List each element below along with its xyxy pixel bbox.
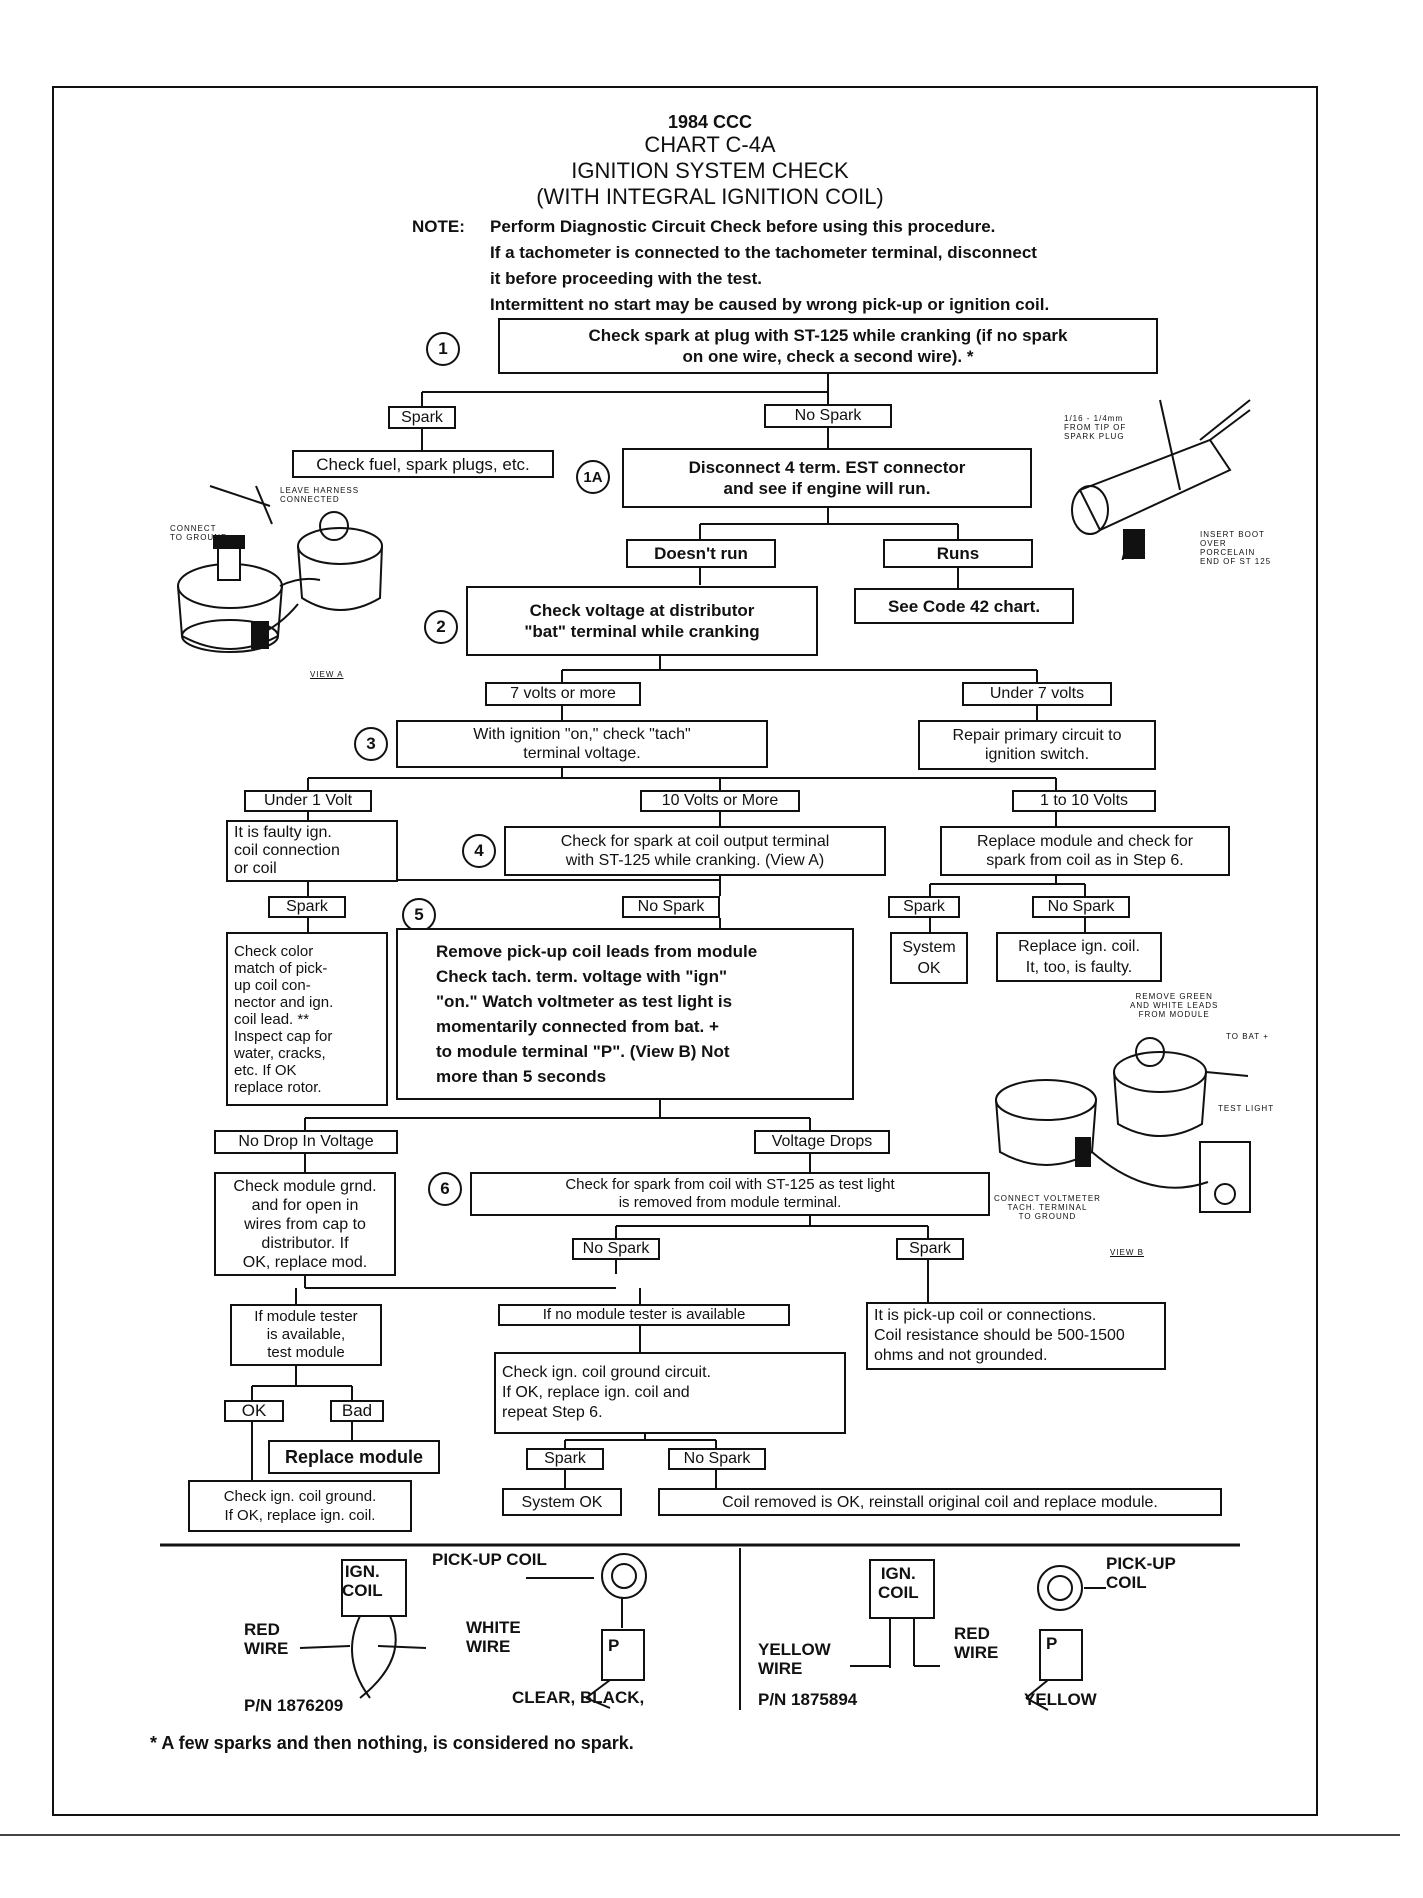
view-a-caption-harness: LEAVE HARNESS CONNECTED [280, 486, 360, 504]
right-yellow-wire-label: YELLOW WIRE [758, 1640, 831, 1678]
step-3-marker: 3 [354, 727, 388, 761]
label-spark-7: Spark [526, 1448, 604, 1470]
label-spark-1: Spark [388, 406, 456, 429]
right-pickup-coil-label: PICK-UP COIL [1106, 1554, 1176, 1592]
label-spark-4: Spark [268, 896, 346, 918]
label-7-volts-or-more: 7 volts or more [485, 682, 641, 706]
box-check-module-ground: Check module grnd. and for open in wires… [214, 1172, 396, 1276]
box-repair-primary-circuit: Repair primary circuit to ignition switc… [918, 720, 1156, 770]
box-check-color-match: Check color match of pick- up coil con- … [226, 932, 388, 1106]
step-4-marker: 4 [462, 834, 496, 868]
box-check-coil-output: Check for spark at coil output terminal … [504, 826, 886, 876]
box-check-coil-ground: Check ign. coil ground. If OK, replace i… [188, 1480, 412, 1532]
box-see-code-42: See Code 42 chart. [854, 588, 1074, 624]
label-under-7-volts: Under 7 volts [962, 682, 1112, 706]
view-a-illustration [177, 485, 383, 653]
box-system-ok-2: System OK [502, 1488, 622, 1516]
chart-number: CHART C-4A [644, 132, 776, 157]
box-check-fuel: Check fuel, spark plugs, etc. [292, 450, 554, 478]
note-line-4: Intermittent no start may be caused by w… [490, 295, 1050, 314]
box-check-spark-from-coil: Check for spark from coil with ST-125 as… [470, 1172, 990, 1216]
label-ok: OK [224, 1400, 284, 1422]
st125-caption-gap: 1/16 - 1/4mm FROM TIP OF SPARK PLUG [1064, 414, 1127, 441]
label-no-spark-6: No Spark [572, 1238, 660, 1260]
chart-subtitle: (WITH INTEGRAL IGNITION COIL) [536, 184, 884, 209]
label-10-volts-or-more: 10 Volts or More [640, 790, 800, 812]
right-p-terminal: P [1046, 1634, 1058, 1653]
label-spark-6: Spark [896, 1238, 964, 1260]
label-spark-right: Spark [888, 896, 960, 918]
view-a-caption-ground: CONNECT TO GROUND [170, 524, 228, 542]
view-b-caption-leads: REMOVE GREEN AND WHITE LEADS FROM MODULE [1130, 992, 1219, 1019]
chart-frame [52, 86, 1318, 1816]
chart-year: 1984 CCC [667, 112, 753, 132]
note-label: NOTE: [412, 217, 465, 236]
label-voltage-drops: Voltage Drops [754, 1130, 890, 1154]
left-ign-coil-label: IGN. COIL [342, 1562, 383, 1600]
left-white-wire-label: WHITE WIRE [466, 1618, 521, 1656]
label-under-1-volt: Under 1 Volt [244, 790, 372, 812]
right-yellow-label: YELLOW [1024, 1690, 1097, 1709]
view-b-caption-voltmeter: CONNECT VOLTMETER TACH. TERMINAL TO GROU… [994, 1194, 1101, 1221]
label-no-spark-7: No Spark [668, 1448, 766, 1470]
st125-tester-illustration [1071, 399, 1251, 560]
chart-title: IGNITION SYSTEM CHECK [571, 158, 849, 183]
box-replace-module: Replace module [268, 1440, 440, 1474]
step-5-marker: 5 [402, 898, 436, 932]
box-check-spark-at-plug: Check spark at plug with ST-125 while cr… [498, 318, 1158, 374]
right-red-wire-label: RED WIRE [954, 1624, 999, 1662]
step-2-marker: 2 [424, 610, 458, 644]
box-system-ok: System OK [890, 932, 968, 984]
box-disconnect-est: Disconnect 4 term. EST connector and see… [622, 448, 1032, 508]
view-b-caption-bat: TO BAT + [1226, 1032, 1269, 1041]
st125-caption-boot: INSERT BOOT OVER PORCELAIN END OF ST 125 [1200, 530, 1272, 566]
view-b-illustration [995, 1037, 1251, 1213]
label-runs: Runs [883, 539, 1033, 568]
box-coil-removed-ok: Coil removed is OK, reinstall original c… [658, 1488, 1222, 1516]
box-faulty-coil: It is faulty ign. coil connection or coi… [226, 820, 398, 882]
view-b-caption-test-light: TEST LIGHT [1218, 1104, 1275, 1113]
note-line-3: it before proceeding with the test. [490, 269, 763, 288]
left-clear-black-label: CLEAR, BLACK, [512, 1688, 645, 1707]
box-check-tach-voltage: With ignition "on," check "tach" termina… [396, 720, 768, 768]
note-line-2: If a tachometer is connected to the tach… [490, 243, 1037, 262]
label-1-to-10-volts: 1 to 10 Volts [1012, 790, 1156, 812]
label-doesnt-run: Doesn't run [626, 539, 776, 568]
box-replace-ign-coil: Replace ign. coil. It, too, is faulty. [996, 932, 1162, 982]
box-if-tester-available: If module tester is available, test modu… [230, 1304, 382, 1366]
view-b-label: VIEW B [1110, 1248, 1145, 1257]
box-pickup-coil-resistance: It is pick-up coil or connections. Coil … [866, 1302, 1166, 1370]
left-red-wire-label: RED WIRE [244, 1620, 289, 1658]
wiring-diagram-left [299, 1553, 647, 1709]
label-no-drop-voltage: No Drop In Voltage [214, 1130, 398, 1154]
step-6-marker: 6 [428, 1172, 462, 1206]
wiring-diagram-right [850, 1559, 1106, 1711]
step-1a-marker: 1A [576, 460, 610, 494]
label-no-spark-1: No Spark [764, 404, 892, 428]
label-if-no-tester: If no module tester is available [498, 1304, 790, 1326]
left-p-terminal: P [608, 1636, 620, 1655]
box-check-bat-voltage: Check voltage at distributor "bat" termi… [466, 586, 818, 656]
box-check-coil-ground-circuit: Check ign. coil ground circuit. If OK, r… [494, 1352, 846, 1434]
page-bottom-rule [0, 1834, 1400, 1836]
box-remove-pickup-leads: Remove pick-up coil leads from module Ch… [396, 928, 854, 1100]
label-no-spark-right: No Spark [1032, 896, 1130, 918]
step-1-marker: 1 [426, 332, 460, 366]
label-no-spark-4: No Spark [622, 896, 720, 918]
label-bad: Bad [330, 1400, 384, 1422]
footnote: * A few sparks and then nothing, is cons… [150, 1733, 634, 1753]
left-part-number: P/N 1876209 [244, 1696, 344, 1715]
note-line-1: Perform Diagnostic Circuit Check before … [490, 217, 996, 236]
box-replace-module-check: Replace module and check for spark from … [940, 826, 1230, 876]
left-pickup-coil-label: PICK-UP COIL [432, 1550, 547, 1569]
right-ign-coil-label: IGN. COIL [878, 1564, 919, 1602]
view-a-label: VIEW A [310, 670, 344, 679]
right-part-number: P/N 1875894 [758, 1690, 858, 1709]
